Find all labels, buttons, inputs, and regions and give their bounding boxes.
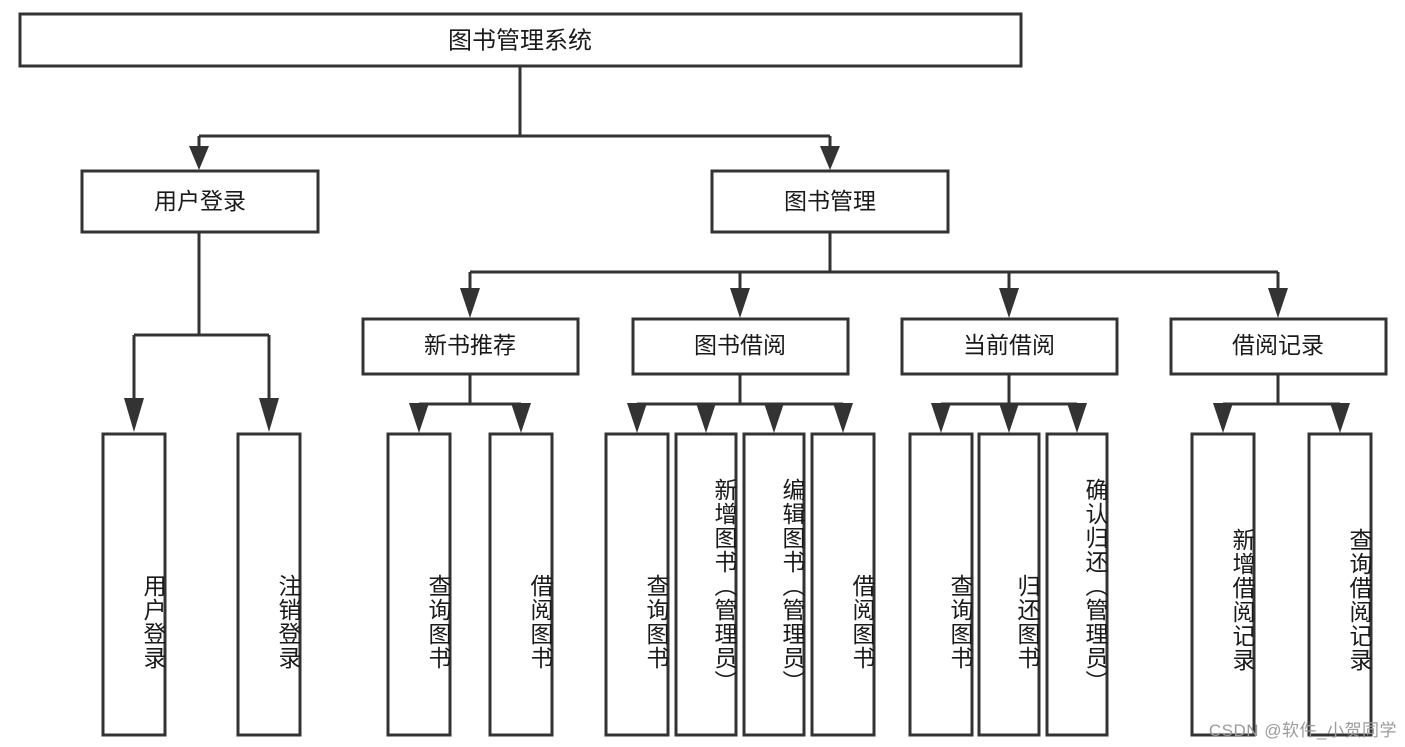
node-layer: 图书管理系统 用户登录 图书管理 新书推荐 图书借阅 当前 bbox=[18, 12, 1388, 737]
node-leaf-query-book-1-box[interactable] bbox=[386, 432, 452, 737]
arrowhead-leaf-query-book-3 bbox=[931, 403, 951, 433]
node-leaf-add-record-box[interactable] bbox=[1190, 432, 1256, 737]
node-book-manage-box[interactable] bbox=[710, 169, 950, 234]
node-current-borrow[interactable]: 当前借阅 bbox=[900, 317, 1119, 376]
node-leaf-user-logout-box[interactable] bbox=[236, 432, 302, 737]
node-book-manage-label: 图书管理 bbox=[784, 188, 876, 214]
arrowhead-user-login bbox=[189, 146, 209, 170]
arrowhead-leaf-user-logout bbox=[259, 398, 279, 432]
node-root[interactable]: 图书管理系统 bbox=[18, 12, 1023, 68]
node-leaf-add-book-box[interactable] bbox=[674, 432, 738, 737]
node-current-borrow-box[interactable] bbox=[900, 317, 1119, 376]
arrowhead-new-book-recommend bbox=[460, 288, 480, 318]
node-leaf-query-book-2-box[interactable] bbox=[604, 432, 670, 737]
node-new-book-recommend-box[interactable] bbox=[361, 317, 580, 376]
node-current-borrow-label: 当前借阅 bbox=[963, 332, 1055, 358]
node-borrow-record-label: 借阅记录 bbox=[1232, 332, 1324, 358]
node-user-login-box[interactable] bbox=[80, 169, 320, 234]
arrowhead-leaf-user-login bbox=[124, 398, 144, 432]
node-user-login-label: 用户登录 bbox=[154, 188, 246, 214]
connector-layer bbox=[124, 66, 1350, 433]
node-leaf-borrow-book-1-box[interactable] bbox=[488, 432, 554, 737]
arrowhead-book-manage bbox=[820, 146, 840, 170]
arrowhead-leaf-borrow-book-1 bbox=[511, 403, 531, 433]
arrowhead-leaf-query-record bbox=[1330, 403, 1350, 433]
node-borrow-record[interactable]: 借阅记录 bbox=[1169, 317, 1388, 376]
arrowhead-current-borrow bbox=[999, 288, 1019, 318]
node-user-login[interactable]: 用户登录 bbox=[80, 169, 320, 234]
arrowhead-borrow-record bbox=[1268, 288, 1288, 318]
node-leaf-query-book-3-box[interactable] bbox=[908, 432, 974, 737]
arrowhead-leaf-add-record bbox=[1213, 403, 1233, 433]
node-leaf-borrow-book-2-box[interactable] bbox=[810, 432, 876, 737]
arrowhead-leaf-confirm-return bbox=[1067, 403, 1087, 433]
node-book-borrow-label: 图书借阅 bbox=[694, 332, 786, 358]
arrowhead-leaf-edit-book bbox=[764, 403, 784, 433]
csdn-watermark: CSDN @软件_小贺同学 bbox=[1208, 721, 1397, 740]
node-root-label: 图书管理系统 bbox=[448, 27, 592, 54]
node-book-borrow[interactable]: 图书借阅 bbox=[631, 317, 850, 376]
node-leaf-query-record-box[interactable] bbox=[1307, 432, 1373, 737]
node-book-manage[interactable]: 图书管理 bbox=[710, 169, 950, 234]
node-leaf-return-book-box[interactable] bbox=[977, 432, 1041, 737]
node-book-borrow-box[interactable] bbox=[631, 317, 850, 376]
arrowhead-leaf-borrow-book-2 bbox=[833, 403, 853, 433]
node-root-box[interactable] bbox=[18, 12, 1023, 68]
arrowhead-leaf-add-book bbox=[696, 403, 716, 433]
arrowhead-leaf-query-book-1 bbox=[409, 403, 429, 433]
arrowhead-book-borrow bbox=[730, 288, 750, 318]
node-leaf-edit-book-box[interactable] bbox=[742, 432, 806, 737]
node-leaf-user-login-box[interactable] bbox=[101, 432, 167, 737]
arrowhead-leaf-return-book bbox=[999, 403, 1019, 433]
arrowhead-leaf-query-book-2 bbox=[627, 403, 647, 433]
node-leaf-confirm-return-box[interactable] bbox=[1045, 432, 1109, 737]
node-new-book-recommend-label: 新书推荐 bbox=[424, 332, 516, 358]
node-borrow-record-box[interactable] bbox=[1169, 317, 1388, 376]
node-new-book-recommend[interactable]: 新书推荐 bbox=[361, 317, 580, 376]
